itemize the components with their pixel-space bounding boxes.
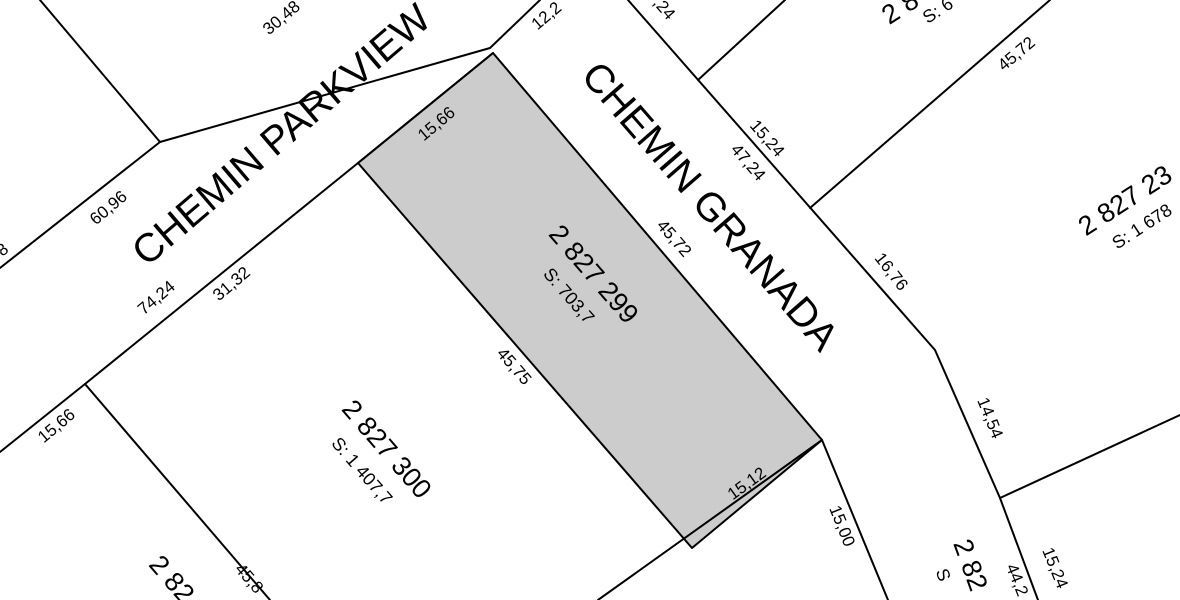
dimension-label: 14,54 — [973, 395, 1007, 442]
lot-divider-ne-top — [697, 0, 786, 81]
lot-area: S — [932, 566, 955, 584]
lot-divider-east — [999, 414, 1180, 499]
bottom-left-lot-label: 2 82 — [143, 549, 200, 600]
lot-number: 2 82 — [143, 549, 200, 600]
dimension-label: 15,00 — [825, 503, 859, 550]
dimension-label: 31,32 — [209, 263, 254, 305]
parkview-south-boundary — [0, 52, 494, 453]
bottom-right-lot-label: 2 82 S — [932, 535, 994, 595]
lot-divider-south — [597, 439, 823, 600]
right-lot-label: 2 827 23 S: 1 678 — [1073, 159, 1177, 253]
dimension-label: 45,72 — [994, 33, 1039, 75]
lot-area: S: 6 — [919, 0, 957, 28]
dimension-label: 44,2 — [1002, 561, 1032, 599]
top-right-lot-label: 2 8 S: 6 — [876, 0, 957, 30]
dimension-label: 8 — [0, 239, 12, 260]
lot-number: 2 82 — [947, 535, 993, 595]
dimension-label: ,24 — [649, 0, 679, 24]
dimension-label: 60,96 — [86, 187, 131, 229]
dimension-label: 30,48 — [259, 0, 304, 39]
granada-east-boundary — [627, 0, 1039, 600]
dimension-label: 15,66 — [34, 405, 79, 447]
dimension-label: 16,76 — [871, 249, 912, 294]
lot-divider-ne-mid — [809, 0, 1051, 209]
lot-divider-sw — [84, 383, 271, 600]
lot-divider-nw — [39, 0, 161, 143]
granada-west-boundary-south — [821, 439, 889, 600]
dimension-label: 15,24 — [1038, 545, 1072, 592]
parkview-north-boundary — [0, 0, 541, 269]
lot-number: 2 8 — [876, 0, 924, 30]
lot-300-label: 2 827 300 S: 1 407,7 — [327, 394, 437, 508]
